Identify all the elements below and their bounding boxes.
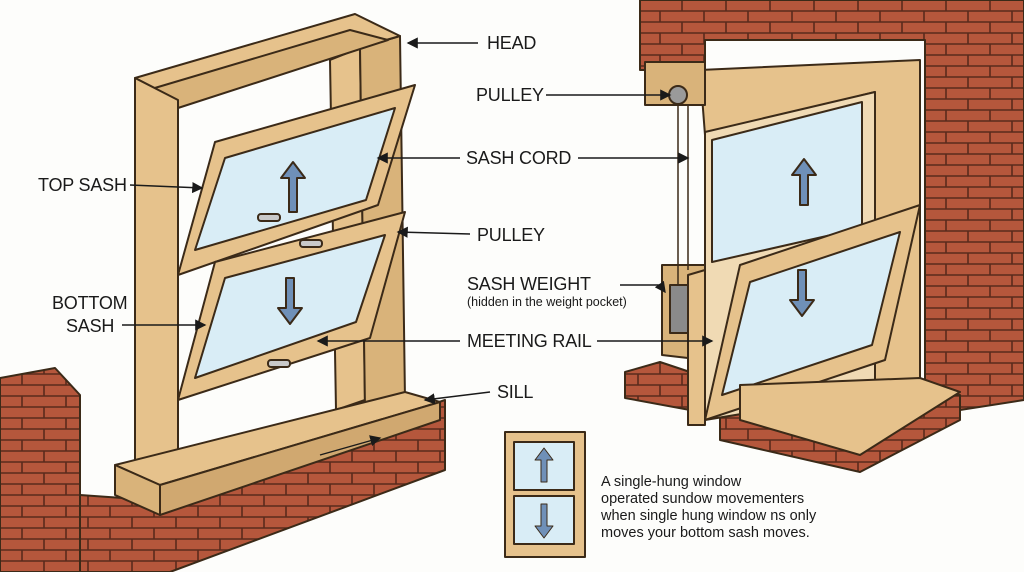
sash-weight — [669, 284, 689, 334]
right-window-frame — [644, 59, 961, 456]
label-sash-weight: SASH WEIGHT — [467, 274, 591, 294]
bottom-sash — [177, 211, 406, 401]
single-hung-thumbnail — [504, 431, 586, 558]
caption-line: when single hung window ns only — [601, 508, 817, 524]
label-sill: SILL — [497, 382, 534, 402]
leader-lines — [122, 37, 714, 456]
caption-line: A single-hung window — [601, 474, 742, 490]
label-sash-weight-note: (hidden in the weight pocket) — [467, 295, 627, 309]
label-pulley-top: PULLEY — [476, 85, 544, 105]
label-meeting-rail: MEETING RAIL — [467, 331, 592, 351]
up-arrow-icon — [791, 158, 817, 206]
label-sash-cord: SASH CORD — [466, 148, 572, 168]
down-arrow-icon — [789, 269, 815, 317]
caption-line: operated sundow movementers — [601, 491, 805, 507]
label-head: HEAD — [487, 33, 537, 53]
label-pulley: PULLEY — [477, 225, 545, 245]
label-bottom-sash-1: BOTTOM — [52, 293, 128, 313]
up-arrow-icon — [280, 161, 306, 213]
label-bottom-sash-2: SASH — [66, 316, 115, 336]
down-arrow-icon — [277, 277, 303, 325]
caption: A single-hung window operated sundow mov… — [601, 474, 816, 542]
label-top-sash: TOP SASH — [38, 175, 127, 195]
caption-line: moves your bottom sash moves. — [601, 525, 810, 541]
